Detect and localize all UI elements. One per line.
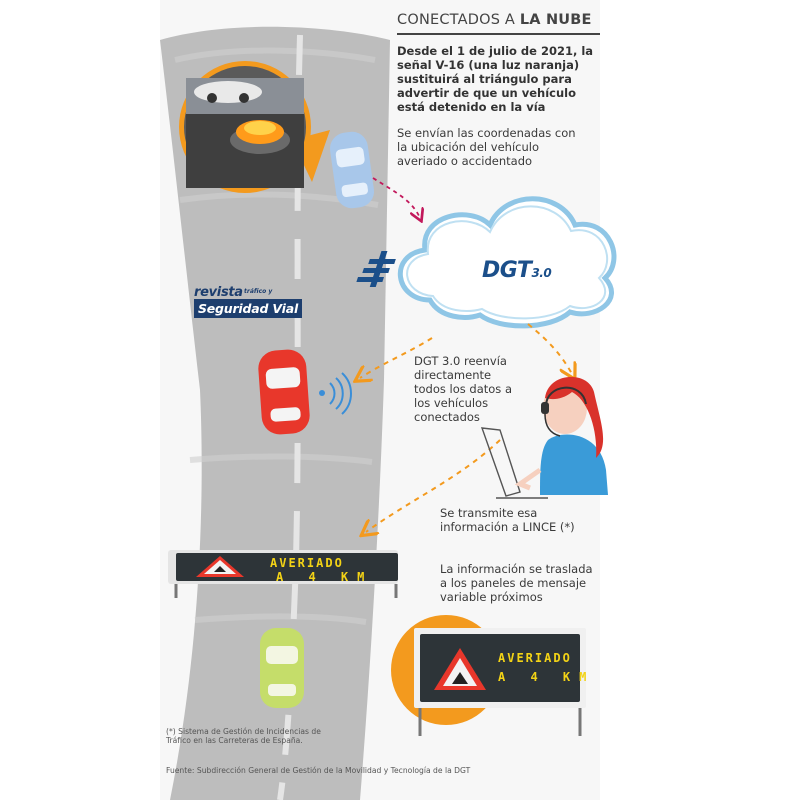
wireless-signal-icon (319, 372, 352, 415)
panel-road-line2: A 4 KM (276, 570, 374, 584)
footnote: (*) Sistema de Gestión de Incidencias de… (166, 727, 321, 746)
source-note: Fuente: Subdirección General de Gestión … (166, 766, 471, 775)
step-lince: Se transmite esa información a LINCE (*) (440, 506, 575, 535)
dgt-brand: DGT3.0 (482, 258, 552, 283)
step-panels: La información se traslada a los paneles… (440, 562, 593, 605)
step-send-coordinates: Se envían las coordenadas con la ubicaci… (397, 126, 576, 169)
logo-line1: revista (194, 285, 243, 300)
title-underline (397, 33, 600, 35)
car-red (258, 349, 310, 435)
arrow-cloud-to-car (360, 337, 433, 378)
operator-illustration (480, 376, 608, 499)
message-panel-road (168, 550, 398, 598)
panel-closeup-line1: AVERIADO (498, 651, 572, 665)
arrow-operator-to-panel (366, 439, 501, 532)
logo-line2: tráfico y (244, 288, 273, 295)
message-panel-closeup (391, 615, 586, 736)
road-texture (174, 47, 379, 625)
car-green (260, 628, 304, 708)
car-blue (329, 131, 375, 209)
revista-logo: revista tráfico y Seguridad Vial (194, 285, 302, 320)
infographic-title: CONECTADOS A LA NUBE (397, 12, 592, 28)
arrow-car-to-cloud (372, 177, 420, 218)
panel-closeup-line2: A 4 KM (498, 670, 596, 684)
lead-text: Desde el 1 de julio de 2021, la señal V-… (397, 44, 594, 115)
dgt-logo-mark (356, 251, 396, 287)
logo-line3: Seguridad Vial (194, 299, 302, 318)
arrow-cloud-to-operator (527, 323, 572, 374)
step-dgt-forwards: DGT 3.0 reenvía directamente todos los d… (414, 354, 512, 425)
panel-road-line1: AVERIADO (270, 556, 344, 570)
cloud (397, 196, 617, 329)
v16-beacon-photo (179, 61, 330, 193)
cloud-inner-stroke (406, 205, 609, 320)
